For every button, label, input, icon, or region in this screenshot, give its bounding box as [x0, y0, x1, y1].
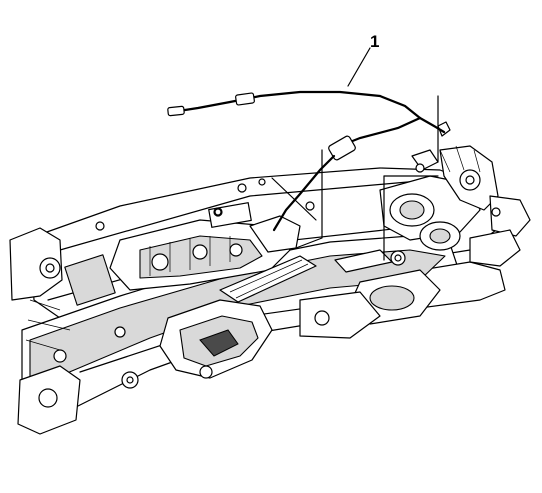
- parking-brake-cable: [167, 90, 451, 232]
- callout-label: 1: [370, 32, 380, 51]
- leader-lines: [271, 47, 439, 261]
- rear-suspension: [299, 145, 531, 339]
- brake-module: [159, 255, 317, 379]
- left-end-assembly: [9, 227, 139, 435]
- fasteners: [95, 163, 501, 338]
